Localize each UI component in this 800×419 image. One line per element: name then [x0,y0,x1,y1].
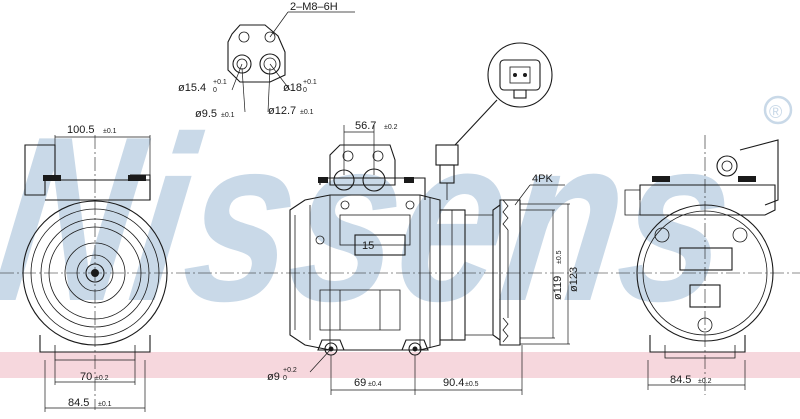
pink-band [0,352,800,378]
registered-circle [763,95,793,125]
port1-diameter: ø15.4 [178,82,206,94]
pulley-inner-diameter: ø119 [552,276,564,300]
dim-head-width-tol: ±0.2 [384,124,398,131]
mount-hole-tol-upper: +0.2 [283,367,297,374]
port2-diameter: ø18 [283,82,302,94]
dim-body-len1-tol: ±0.4 [368,381,382,388]
dim-width-top: 100.5 [67,124,95,136]
belt-type: 4PK [532,173,553,185]
dim-body-len2: 90.4 [443,377,464,389]
mount-hole-diameter: ø9 [267,371,280,383]
registered-mark: ® [769,102,782,122]
right-dimensions [647,360,746,390]
port1-tol-lower: 0 [213,87,217,94]
port4-diameter: ø12.7 [268,105,296,117]
right-view [624,135,779,395]
port3-tol: ±0.1 [221,112,235,119]
boss-number: 15 [362,240,374,252]
port2-tol-lower: 0 [303,87,307,94]
dim-left-bottom-outer: 84.5 [68,397,89,409]
dim-right-bottom: 84.5 [670,374,691,386]
dim-width-top-tol: ±0.1 [103,128,117,135]
dim-head-width: 56.7 [355,120,376,132]
dim-left-bottom-inner: 70 [80,371,92,383]
center-dimensions [309,125,570,395]
port4-tol: ±0.1 [300,109,314,116]
mount-hole-tol-lower: 0 [283,375,287,382]
port3-diameter: ø9.5 [195,108,217,120]
port2-tol-upper: +0.1 [303,79,317,86]
dim-right-bottom-tol: ±0.2 [698,378,712,385]
dim-body-len1: 69 [354,377,366,389]
dim-left-bottom-inner-tol: ±0.2 [95,375,109,382]
connector-detail [454,42,553,146]
center-view [289,144,521,356]
bolt-spec: 2–M8–6H [290,1,338,13]
port-flange-detail [227,11,355,113]
dim-left-bottom-outer-tol: ±0.1 [98,401,112,408]
pulley-outer-diameter: ø123 [568,267,580,292]
pulley-inner-tol: ±0.5 [556,250,563,264]
dim-body-len2-tol: ±0.5 [465,381,479,388]
left-dimensions [44,135,151,412]
port1-tol-upper: +0.1 [213,79,227,86]
